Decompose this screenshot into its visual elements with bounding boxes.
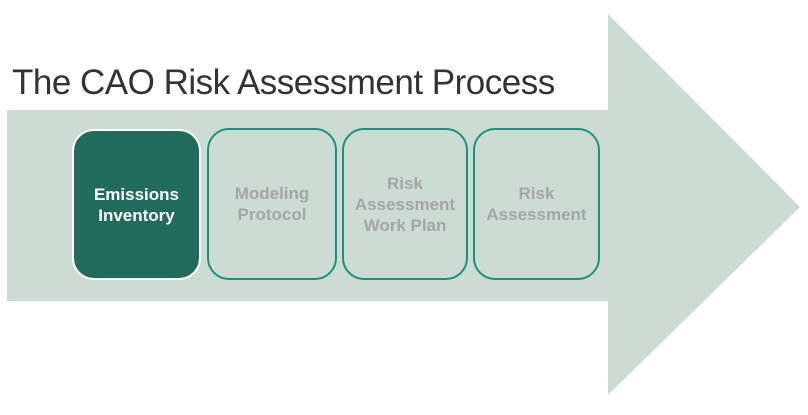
step-label: Risk Assessment Work Plan <box>354 173 456 235</box>
step-label: Modeling Protocol <box>234 184 310 224</box>
step-label: Emissions Inventory <box>93 184 180 225</box>
process-step-modeling-protocol: Modeling Protocol <box>207 128 337 280</box>
process-arrow-head-icon <box>608 14 800 395</box>
process-step-risk-assessment: Risk Assessment <box>473 128 600 280</box>
step-label: Risk Assessment <box>486 184 587 224</box>
page-title: The CAO Risk Assessment Process <box>12 63 555 102</box>
process-step-emissions-inventory: Emissions Inventory <box>72 129 201 280</box>
process-step-risk-assessment-work-plan: Risk Assessment Work Plan <box>342 128 468 280</box>
